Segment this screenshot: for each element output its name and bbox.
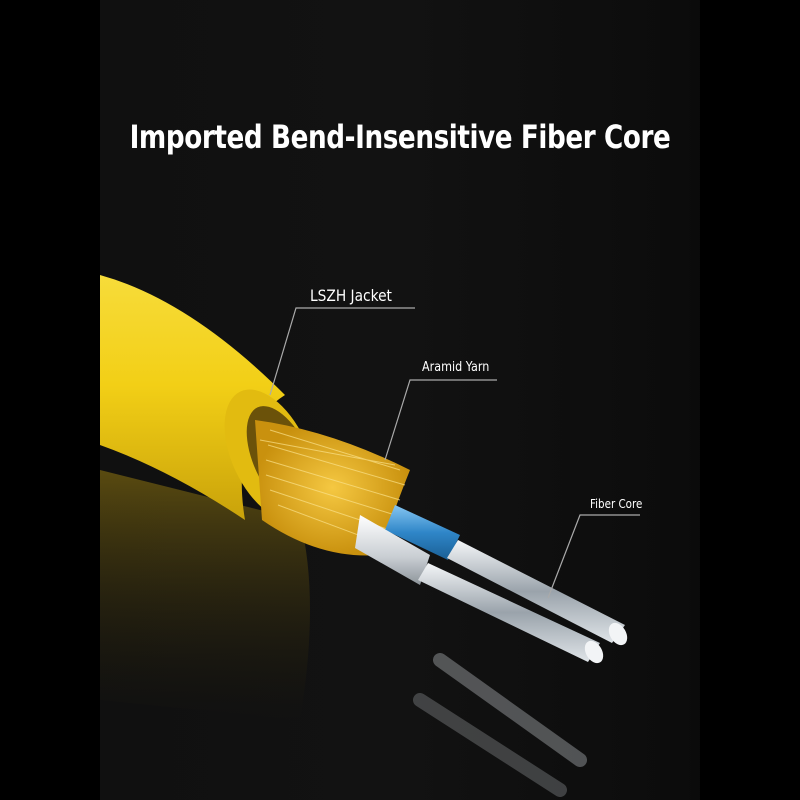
- jacket-reflection: [100, 470, 310, 720]
- right-dark-band: [700, 0, 800, 800]
- fiber-core-upper: [447, 540, 625, 643]
- fiber-core-lower: [418, 563, 600, 662]
- core-leader-line: [547, 514, 640, 599]
- aramid-yarn-label: Aramid Yarn: [422, 360, 490, 375]
- yarn-leader-line: [384, 379, 497, 461]
- core-reflection: [433, 653, 587, 767]
- lszh-jacket-label: LSZH Jacket: [310, 286, 392, 305]
- jacket-leader-line: [269, 307, 415, 396]
- blue-buffer-tube: [385, 505, 460, 560]
- left-dark-band: [0, 0, 100, 800]
- fiber-core-label: Fiber Core: [590, 497, 643, 511]
- white-buffer-tube: [355, 515, 430, 585]
- headline-title: Imported Bend-Insensitive Fiber Core: [129, 118, 671, 156]
